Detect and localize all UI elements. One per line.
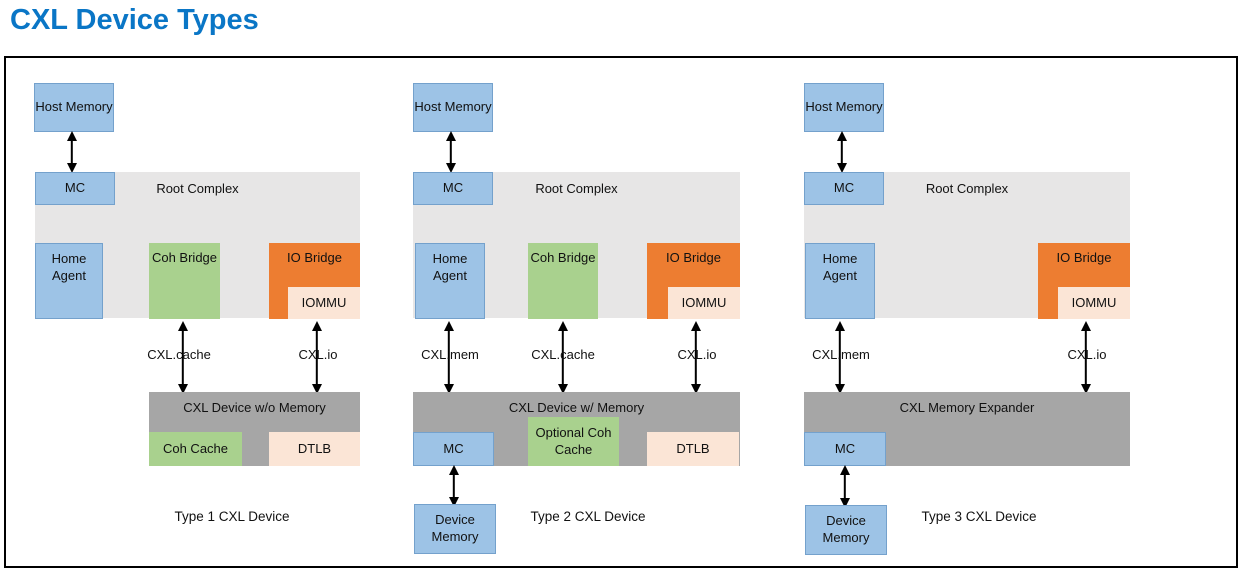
- root-complex-label-2: Root Complex: [535, 181, 618, 196]
- page-title: CXL Device Types: [10, 4, 259, 36]
- cxl-device-title-1: CXL Device w/o Memory: [183, 400, 326, 415]
- cxl-mem-arrow-3: [833, 321, 847, 394]
- dtlb-box-1: DTLB: [269, 432, 360, 466]
- cxl-mem-label-3: CXL.mem: [812, 347, 870, 362]
- dtlb-box-2: DTLB: [647, 432, 739, 466]
- root-complex-label-1: Root Complex: [156, 181, 239, 196]
- iommu-box-1: IOMMU: [288, 287, 360, 319]
- cxl-cache-label-2: CXL.cache: [531, 347, 595, 362]
- mc-box-2: MC: [413, 172, 493, 205]
- cxl-io-arrow-2: [689, 321, 703, 394]
- host-memory-box-1: Host Memory: [34, 83, 114, 132]
- cxl-mem-arrow-2: [442, 321, 456, 394]
- type-label-2: Type 2 CXL Device: [530, 509, 646, 524]
- root-complex-label-3: Root Complex: [925, 181, 1009, 196]
- home-agent-box-3: Home Agent: [805, 243, 875, 319]
- cxl-device-title-2: CXL Device w/ Memory: [508, 400, 645, 415]
- host-memory-box-3: Host Memory: [804, 83, 884, 132]
- iommu-box-2: IOMMU: [668, 287, 740, 319]
- host-memory-box-2: Host Memory: [413, 83, 493, 132]
- coh-cache-box-1: Coh Cache: [149, 432, 242, 466]
- host-mc-arrow-1: [65, 131, 79, 173]
- cxl-device-title-3: CXL Memory Expander: [899, 400, 1035, 415]
- device-mc-box-2: MC: [413, 432, 494, 466]
- coh-bridge-box-2: Coh Bridge: [528, 243, 598, 319]
- cxl-io-label-2: CXL.io: [677, 347, 717, 362]
- mc-box-1: MC: [35, 172, 115, 205]
- type-label-3: Type 3 CXL Device: [921, 509, 1037, 524]
- cxl-cache-arrow-1: [176, 321, 190, 394]
- home-agent-box-2: Home Agent: [415, 243, 485, 319]
- cxl-io-arrow-3: [1079, 321, 1093, 394]
- iommu-box-3: IOMMU: [1058, 287, 1130, 319]
- mc-box-3: MC: [804, 172, 884, 205]
- host-mc-arrow-2: [444, 131, 458, 173]
- home-agent-box-1: Home Agent: [35, 243, 103, 319]
- type-label-1: Type 1 CXL Device: [174, 509, 290, 524]
- device-memory-box-3: Device Memory: [805, 505, 887, 555]
- coh-bridge-box-1: Coh Bridge: [149, 243, 220, 319]
- cxl-io-label-3: CXL.io: [1067, 347, 1107, 362]
- cxl-io-arrow-1: [310, 321, 324, 394]
- device-mc-box-3: MC: [804, 432, 886, 466]
- cxl-cache-label-1: CXL.cache: [147, 347, 211, 362]
- cxl-cache-arrow-2: [556, 321, 570, 394]
- host-mc-arrow-3: [835, 131, 849, 173]
- cxl-mem-label-2: CXL.mem: [421, 347, 479, 362]
- device-memory-box-2: Device Memory: [414, 504, 496, 554]
- mc-devmem-arrow-2: [447, 465, 461, 507]
- optional-coh-cache-box-2: Optional Coh Cache: [528, 417, 619, 466]
- cxl-io-label-1: CXL.io: [298, 347, 338, 362]
- mc-devmem-arrow-3: [838, 465, 852, 508]
